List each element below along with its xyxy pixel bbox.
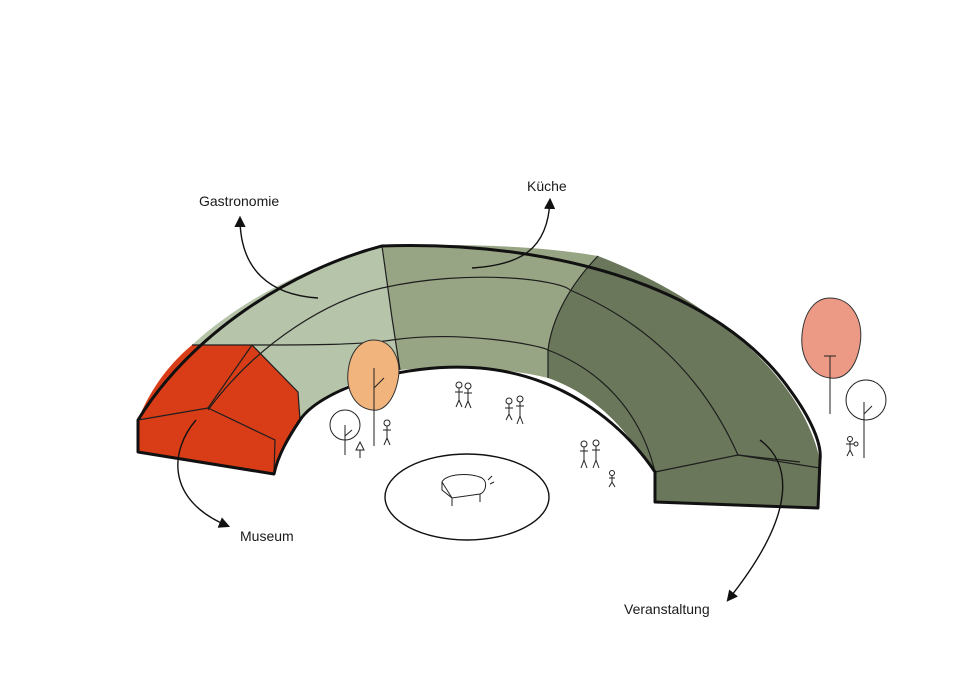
tree-pink [801, 297, 862, 414]
stage-ellipse [384, 453, 550, 541]
people-sketches [355, 381, 859, 488]
roof-lines [137, 245, 821, 475]
arrow-kueche [471, 197, 556, 269]
label-gastronomie: Gastronomie [199, 193, 279, 209]
piano-icon [441, 474, 495, 506]
segment-veranstaltung [548, 256, 820, 508]
segment-kueche [382, 244, 598, 378]
tree-orange [347, 339, 400, 446]
arrow-gastronomie [234, 215, 319, 299]
arrow-veranstaltung [726, 439, 784, 602]
label-museum: Museum [240, 528, 294, 544]
label-kueche: Küche [527, 178, 567, 194]
arrow-museum [177, 419, 231, 528]
tree-white-right [845, 379, 887, 458]
label-veranstaltung: Veranstaltung [624, 601, 710, 617]
ring-outline [136, 244, 822, 510]
tree-white-left [329, 409, 361, 455]
segment-museum [138, 345, 300, 474]
